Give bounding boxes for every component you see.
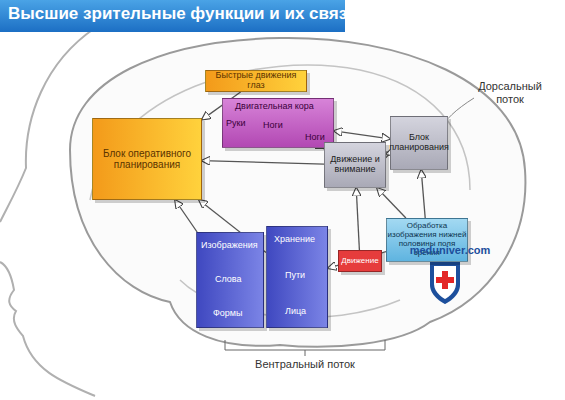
arrow-connector — [202, 161, 324, 165]
bracket — [225, 340, 385, 356]
node-text: Двигательная кора — [235, 102, 314, 112]
node-text: Пути — [285, 271, 305, 281]
arrow-connector — [175, 200, 197, 232]
logo-inner — [434, 266, 456, 299]
logo-cross — [436, 271, 454, 289]
logo-shield — [430, 262, 460, 304]
node-text: Блок оперативного планирования — [93, 148, 201, 170]
node-text: Формы — [213, 309, 243, 319]
arrow-connector — [199, 200, 266, 253]
storage-box: ХранениеПутиЛица — [266, 226, 328, 328]
node-text: Движение и внимание — [325, 155, 385, 175]
node-text: Изображения — [201, 241, 258, 251]
stream-label: Дорсальный поток — [470, 80, 550, 105]
motion-box: Движение — [338, 250, 382, 272]
arrow-connector — [356, 188, 359, 250]
arrow-connector — [377, 188, 406, 218]
arrow-connector — [421, 170, 425, 218]
node-text: Лица — [285, 307, 306, 317]
planning-block: Блок оперативного планирования — [92, 118, 202, 200]
node-text: Хранение — [274, 235, 315, 245]
node-text: Ноги — [305, 133, 325, 143]
watermark: meduniver.com — [405, 244, 495, 257]
node-text: Движение — [341, 257, 378, 266]
node-text: Руки — [226, 119, 245, 129]
arrow-connector — [334, 131, 390, 139]
node-text: Блок планирования — [389, 133, 449, 153]
node-text: Слова — [215, 275, 242, 285]
dorsal-stream-arc — [90, 65, 470, 200]
motor-cortex-box: Двигательная кораРукиНогиНоги — [222, 98, 334, 148]
title-banner: Высшие зрительные функции и их связи — [0, 0, 345, 32]
images-box: ИзображенияСловаФормы — [196, 232, 264, 328]
node-text: Ноги — [263, 121, 283, 131]
eye-movement-box: Быстрые движения глаз — [205, 70, 307, 92]
brain-outline — [70, 38, 525, 347]
node-text: Быстрые движения глаз — [206, 71, 306, 91]
movement-attention-box: Движение и внимание — [324, 142, 386, 188]
stream-label: Вентральный поток — [255, 358, 355, 371]
planning-box: Блок планирования — [390, 116, 448, 170]
